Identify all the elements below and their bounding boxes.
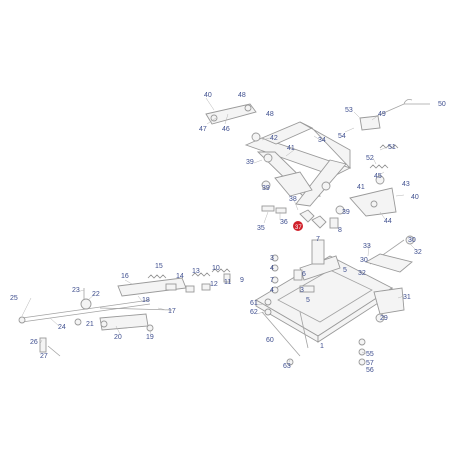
label-5[interactable]: 5: [343, 267, 347, 274]
label-21[interactable]: 21: [86, 321, 94, 328]
label-36[interactable]: 36: [280, 219, 288, 226]
label-12[interactable]: 12: [210, 281, 218, 288]
label-31[interactable]: 31: [403, 294, 411, 301]
label-62[interactable]: 62: [250, 309, 258, 316]
label-48[interactable]: 48: [238, 92, 246, 99]
label-52[interactable]: 52: [366, 155, 374, 162]
label-39b[interactable]: 39: [262, 185, 270, 192]
label-37[interactable]: 37: [295, 225, 302, 231]
label-4[interactable]: 4: [270, 265, 274, 272]
label-5b[interactable]: 5: [306, 297, 310, 304]
label-7b[interactable]: 7: [270, 277, 274, 284]
label-30b[interactable]: 30: [360, 257, 368, 264]
leader-lines: [21, 97, 417, 363]
label-16[interactable]: 16: [121, 273, 129, 280]
label-63[interactable]: 63: [283, 363, 291, 370]
label-25[interactable]: 25: [10, 295, 18, 302]
label-43[interactable]: 43: [402, 181, 410, 188]
label-39c[interactable]: 39: [342, 209, 350, 216]
label-23[interactable]: 23: [72, 287, 80, 294]
label-35[interactable]: 35: [257, 225, 265, 232]
label-56[interactable]: 56: [366, 367, 374, 374]
label-42[interactable]: 42: [270, 135, 278, 142]
label-50[interactable]: 50: [438, 101, 446, 108]
base-plate-assembly: [255, 235, 415, 366]
label-19[interactable]: 19: [146, 334, 154, 341]
label-18[interactable]: 18: [142, 297, 150, 304]
label-51[interactable]: 51: [388, 144, 396, 151]
label-60[interactable]: 60: [266, 337, 274, 344]
label-17[interactable]: 17: [168, 308, 176, 315]
label-38[interactable]: 38: [289, 196, 297, 203]
label-45[interactable]: 45: [374, 173, 382, 180]
label-48b[interactable]: 48: [266, 111, 274, 118]
label-61[interactable]: 61: [250, 300, 258, 307]
label-49[interactable]: 49: [378, 111, 386, 118]
label-41b[interactable]: 41: [357, 184, 365, 191]
label-13[interactable]: 13: [192, 268, 200, 275]
label-55[interactable]: 55: [366, 351, 374, 358]
label-34[interactable]: 34: [318, 137, 326, 144]
label-6[interactable]: 6: [302, 271, 306, 278]
label-10[interactable]: 10: [212, 265, 220, 272]
label-22[interactable]: 22: [92, 291, 100, 298]
label-24[interactable]: 24: [58, 324, 66, 331]
label-3[interactable]: 3: [270, 255, 274, 262]
label-57[interactable]: 57: [366, 360, 374, 367]
label-8[interactable]: 8: [338, 227, 342, 234]
label-11[interactable]: 11: [224, 279, 231, 286]
part-37-highlight[interactable]: [293, 221, 303, 231]
label-1[interactable]: 1: [320, 343, 324, 350]
label-53[interactable]: 53: [345, 107, 353, 114]
label-41[interactable]: 41: [287, 145, 295, 152]
label-4b[interactable]: 4: [270, 287, 274, 294]
label-47[interactable]: 47: [199, 126, 207, 133]
left-linkage-assembly: [18, 268, 231, 357]
label-7[interactable]: 7: [316, 236, 320, 243]
label-40[interactable]: 40: [204, 92, 212, 99]
label-9[interactable]: 9: [240, 277, 244, 284]
upper-frame-assembly: [205, 99, 430, 231]
label-46[interactable]: 46: [222, 126, 230, 133]
label-15[interactable]: 15: [155, 263, 163, 270]
label-44[interactable]: 44: [384, 218, 392, 225]
label-26[interactable]: 26: [30, 339, 38, 346]
label-20[interactable]: 20: [114, 334, 122, 341]
label-40b[interactable]: 40: [411, 194, 419, 201]
label-14[interactable]: 14: [176, 273, 184, 280]
label-27[interactable]: 27: [40, 353, 48, 360]
label-30[interactable]: 30: [408, 237, 416, 244]
label-3b[interactable]: 3: [300, 287, 304, 294]
label-29[interactable]: 29: [380, 315, 388, 322]
label-39[interactable]: 39: [246, 159, 254, 166]
part-labels: 40 48 47 46 48 42 34 41 39 39 41 53 54 4…: [10, 92, 446, 374]
label-32b[interactable]: 32: [358, 270, 366, 277]
label-32[interactable]: 32: [414, 249, 422, 256]
label-33[interactable]: 33: [363, 243, 371, 250]
label-54[interactable]: 54: [338, 133, 346, 140]
